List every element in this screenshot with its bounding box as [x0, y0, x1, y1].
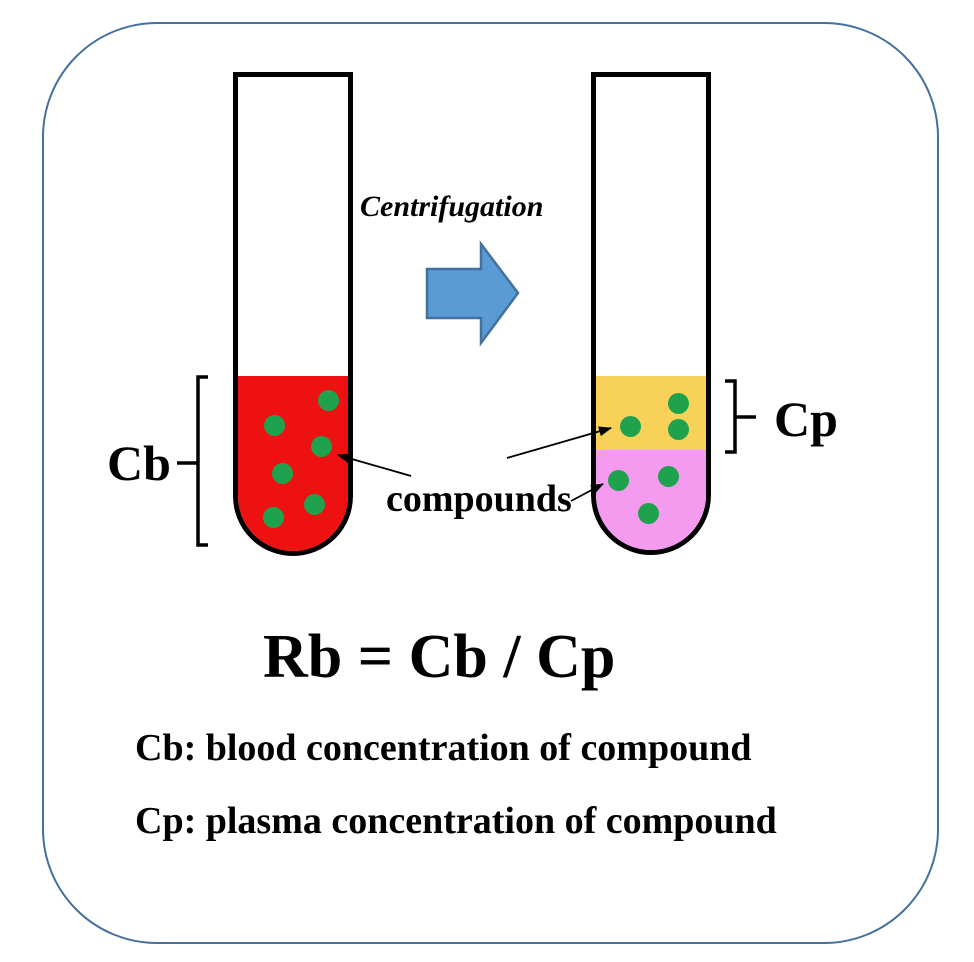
compound-dot-cells [637, 502, 659, 524]
compound-dot-blood [310, 435, 332, 457]
compounds-label: compounds [386, 478, 572, 520]
centrifugation-label: Centrifugation [360, 190, 544, 223]
compound-dot-plasma [667, 392, 689, 414]
cb-label: Cb [107, 435, 171, 491]
cells-layer-fill [596, 450, 706, 550]
compound-dot-cells [657, 465, 679, 487]
cp-definition: Cp: plasma concentration of compound [135, 800, 777, 842]
plasma-layer-fill [596, 376, 706, 450]
compound-dot-plasma [667, 418, 689, 440]
compound-dot-blood [303, 493, 325, 515]
compound-dot-cells [607, 469, 629, 491]
compound-dot-blood [271, 462, 293, 484]
compound-dot-blood [317, 389, 339, 411]
cp-label: Cp [774, 391, 838, 447]
cb-definition: Cb: blood concentration of compound [135, 727, 752, 769]
blood-tube [233, 72, 353, 556]
rounded-border-frame [42, 22, 939, 944]
formula-text: Rb = Cb / Cp [263, 623, 616, 691]
compound-dot-blood [262, 506, 284, 528]
compound-dot-plasma [619, 415, 641, 437]
compound-dot-blood [263, 414, 285, 436]
